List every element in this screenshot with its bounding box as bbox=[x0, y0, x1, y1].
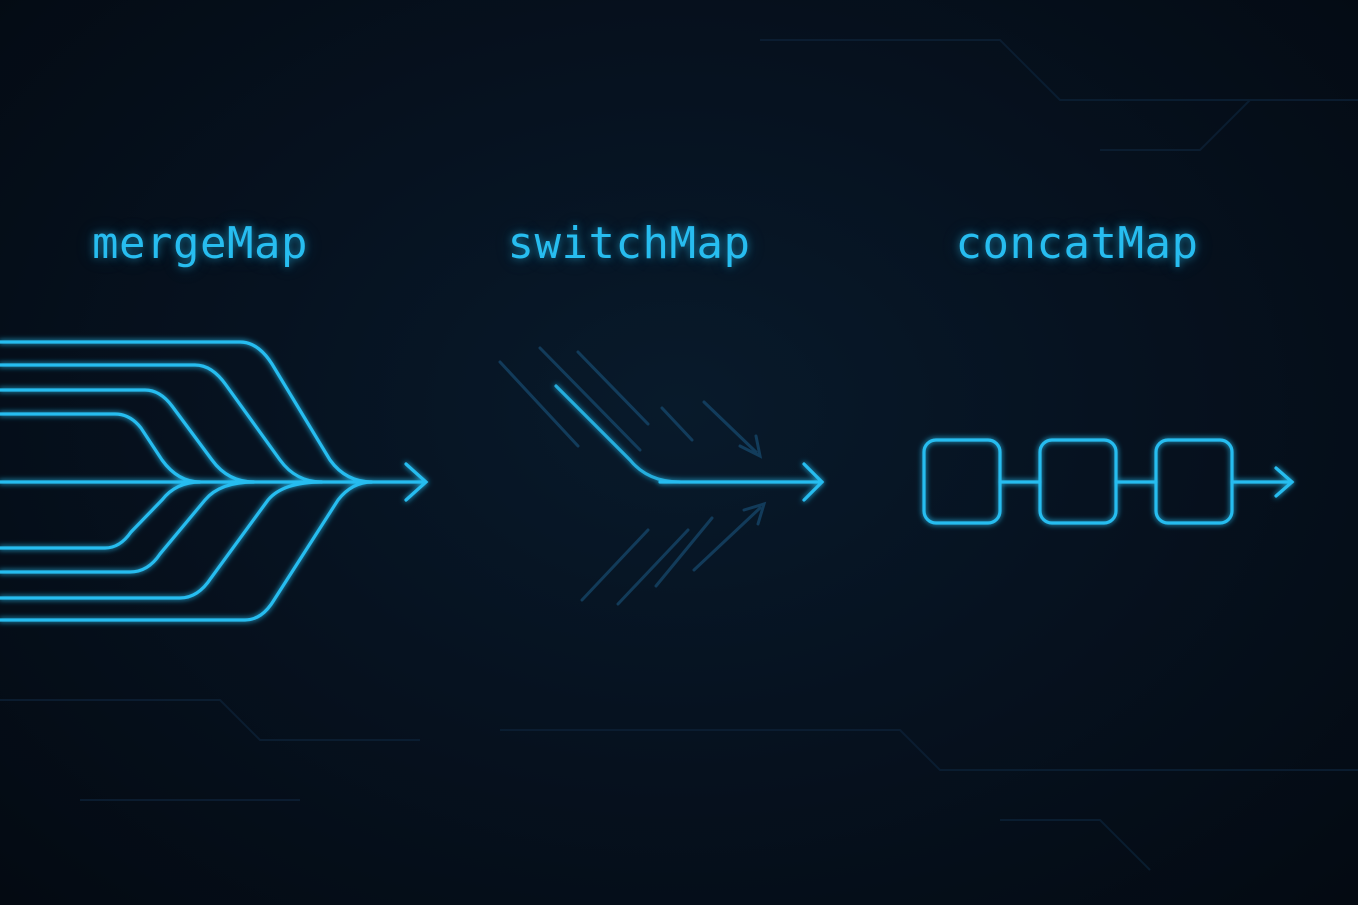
concat-box bbox=[1154, 438, 1234, 525]
merge-stream bbox=[0, 480, 202, 550]
merge-arrowhead bbox=[404, 462, 429, 502]
concat-box bbox=[1038, 438, 1118, 525]
switchmap-title: switchMap bbox=[507, 218, 751, 269]
mergemap-diagram bbox=[0, 340, 429, 622]
switch-arrowhead bbox=[802, 462, 825, 502]
merge-stream bbox=[0, 388, 256, 484]
switch-input-stream bbox=[554, 384, 682, 484]
merge-stream bbox=[0, 363, 324, 484]
merge-stream bbox=[0, 412, 202, 484]
background-traces bbox=[0, 39, 1358, 871]
switchmap-faded-streams bbox=[498, 346, 767, 606]
mergemap-title: mergeMap bbox=[92, 218, 308, 269]
merge-stream bbox=[0, 480, 324, 600]
concatmap-title: concatMap bbox=[955, 218, 1199, 269]
switchmap-diagram bbox=[488, 384, 825, 502]
merge-stream bbox=[0, 480, 256, 574]
merge-stream bbox=[0, 480, 374, 622]
merge-stream bbox=[0, 340, 374, 484]
concat-box bbox=[922, 438, 1002, 525]
concat-arrowhead bbox=[1274, 466, 1295, 498]
concatmap-diagram bbox=[876, 438, 1295, 525]
